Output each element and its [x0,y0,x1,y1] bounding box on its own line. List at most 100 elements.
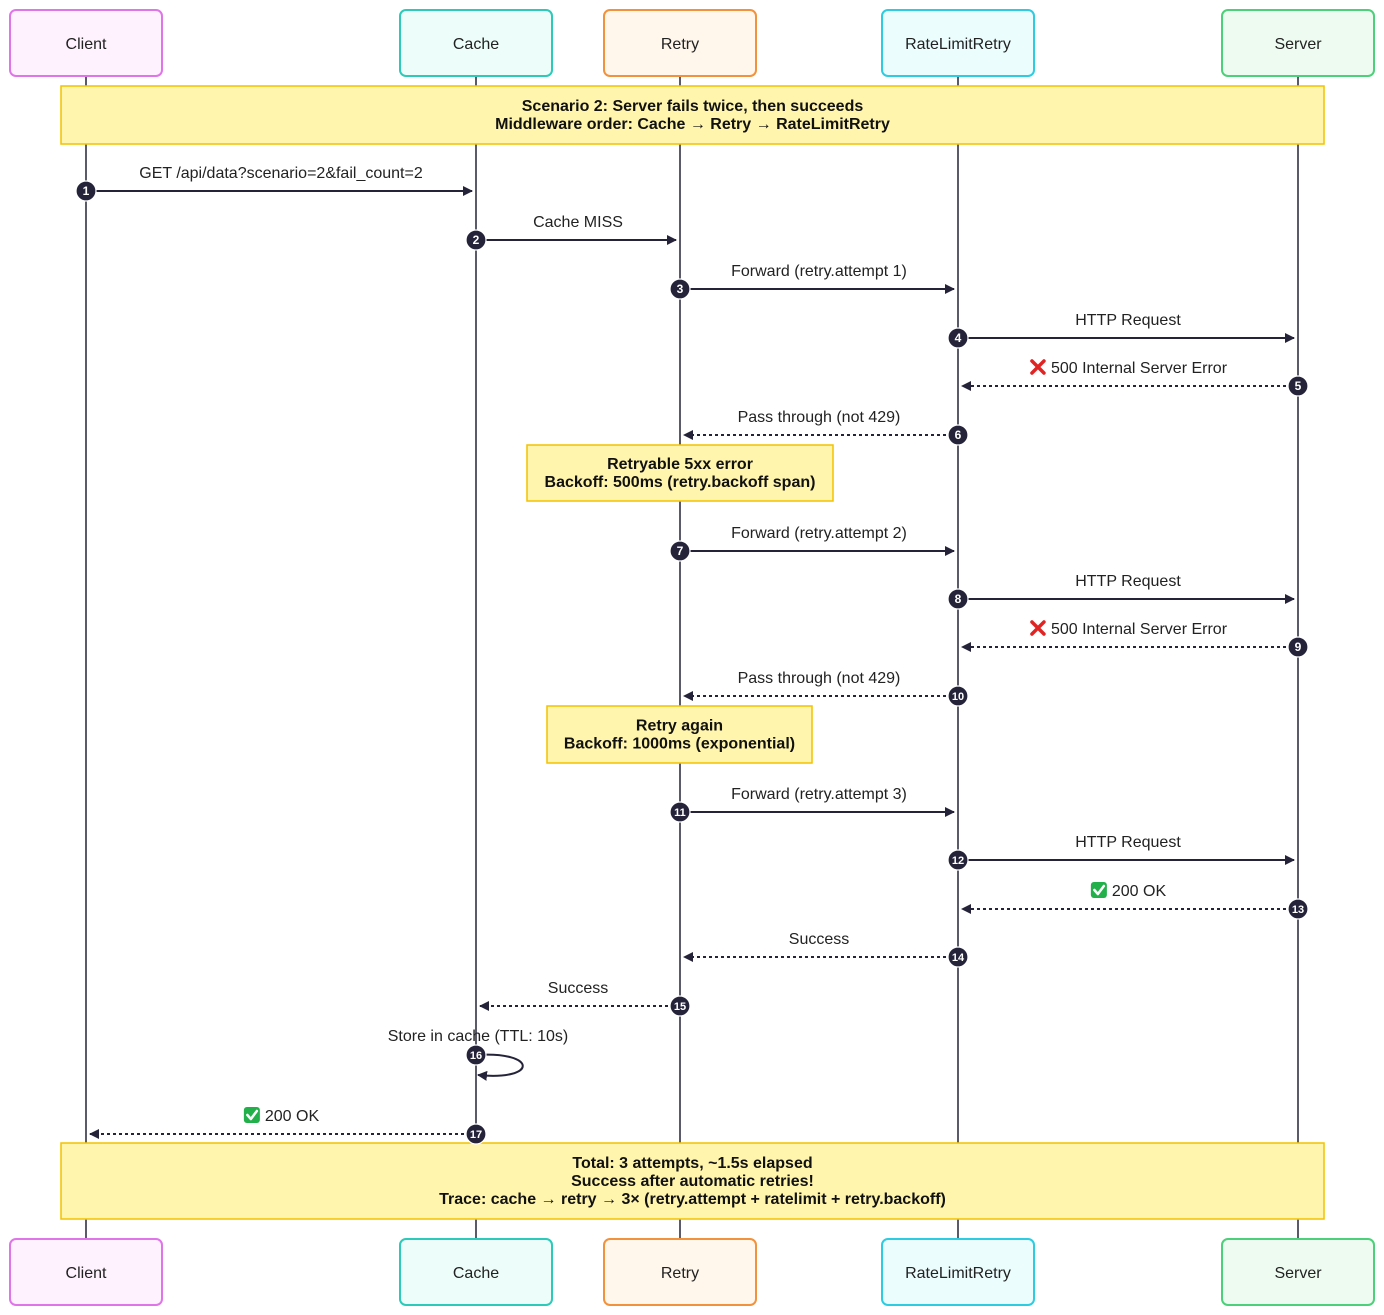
message-17: 200 OK 17 [89,1107,487,1145]
message-label: 500 Internal Server Error [1051,360,1228,377]
message-2: Cache MISS 2 [465,214,677,251]
note-line: Middleware order: Cache → Retry → RateLi… [495,116,890,133]
sequence-number: 17 [470,1129,482,1141]
note-box [60,85,1325,145]
note-line: Backoff: 1000ms (exponential) [564,736,795,753]
sequence-number: 5 [1295,379,1302,393]
participant-cache-bottom: Cache [399,1238,553,1306]
message-3: Forward (retry.attempt 1) 3 [669,263,955,300]
check-mark-icon [243,1107,260,1123]
message-9: 500 Internal Server Error 9 [961,620,1309,658]
sequence-number: 9 [1295,640,1302,654]
participant-box [881,1238,1035,1306]
sequence-number-badge: 6 [947,424,969,446]
sequence-number: 7 [677,544,684,558]
note-line: Retryable 5xx error [607,456,753,473]
sequence-number-badge: 7 [669,540,691,562]
message-7: Forward (retry.attempt 2) 7 [669,525,955,562]
participant-label: RateLimitRetry [905,36,1011,53]
sequence-number-badge: 1 [75,180,97,202]
message-label: Success [548,980,608,997]
message-label-group: Forward (retry.attempt 2) [731,525,907,542]
sequence-number-badge: 4 [947,327,969,349]
message-5: 500 Internal Server Error 5 [961,359,1309,397]
message-label-group: 500 Internal Server Error [1030,620,1228,638]
message-label: Forward (retry.attempt 2) [731,525,907,542]
message-label-group: 200 OK [243,1107,319,1125]
participant-label: Server [1274,36,1322,53]
message-15: Success 15 [479,980,691,1017]
cross-mark-icon [1030,620,1046,636]
participant-cache-top: Cache [399,9,553,77]
sequence-number: 2 [473,233,480,247]
message-4: HTTP Request 4 [947,312,1295,349]
note-line: Total: 3 attempts, ~1.5s elapsed [572,1155,812,1172]
participant-client-bottom: Client [9,1238,163,1306]
note-total: Total: 3 attempts, ~1.5s elapsedSuccess … [60,1142,1325,1220]
sequence-number-badge: 3 [669,278,691,300]
sequence-number: 8 [955,592,962,606]
participant-retry-bottom: Retry [603,1238,757,1306]
participant-ratelimitretry-bottom: RateLimitRetry [881,1238,1035,1306]
message-label-group: Forward (retry.attempt 3) [731,786,907,803]
note-line: Trace: cache → retry → 3× (retry.attempt… [439,1191,946,1208]
participant-label: Server [1274,1265,1322,1282]
message-label: Success [789,931,849,948]
participant-box [603,1238,757,1306]
note-line: Scenario 2: Server fails twice, then suc… [522,98,864,115]
message-label: HTTP Request [1075,573,1181,590]
message-label-group: Pass through (not 429) [738,409,901,426]
message-16: Store in cache (TTL: 10s) 16 [388,1028,569,1081]
participant-label: RateLimitRetry [905,1265,1011,1282]
participant-server-top: Server [1221,9,1375,77]
message-1: GET /api/data?scenario=2&fail_count=2 1 [75,165,473,202]
message-label-group: Pass through (not 429) [738,670,901,687]
message-label: 500 Internal Server Error [1051,621,1228,638]
message-label: HTTP Request [1075,312,1181,329]
participant-label: Client [66,36,107,53]
sequence-number: 11 [674,807,686,819]
participant-box [399,9,553,77]
sequence-number: 16 [470,1050,482,1062]
sequence-number: 15 [674,1001,686,1013]
message-label-group: 200 OK [1090,882,1167,900]
message-11: Forward (retry.attempt 3) 11 [669,786,955,823]
message-label: 200 OK [1112,883,1167,900]
participant-label: Retry [661,36,699,53]
message-label-group: HTTP Request [1075,834,1181,851]
participant-box [399,1238,553,1306]
participant-client-top: Client [9,9,163,77]
note-box [546,705,813,764]
sequence-number: 13 [1292,904,1304,916]
message-label-group: GET /api/data?scenario=2&fail_count=2 [139,165,423,182]
participant-label: Cache [453,36,499,53]
cross-mark-icon [1030,359,1046,375]
sequence-number-badge: 8 [947,588,969,610]
participant-box [603,9,757,77]
message-label: Cache MISS [533,214,623,231]
sequence-number-badge: 16 [465,1044,487,1066]
message-8: HTTP Request 8 [947,573,1295,610]
message-label: Store in cache (TTL: 10s) [388,1028,569,1045]
participant-ratelimitretry-top: RateLimitRetry [881,9,1035,77]
message-label: GET /api/data?scenario=2&fail_count=2 [139,165,423,182]
participant-label: Cache [453,1265,499,1282]
sequence-number: 1 [83,184,90,198]
participant-label: Retry [661,1265,699,1282]
sequence-number: 4 [955,331,962,345]
sequence-number-badge: 9 [1287,636,1309,658]
participant-box [9,1238,163,1306]
message-label-group: Forward (retry.attempt 1) [731,263,907,280]
sequence-number: 6 [955,428,962,442]
message-label-group: Success [789,931,849,948]
participant-server-bottom: Server [1221,1238,1375,1306]
message-13: 200 OK 13 [961,882,1309,920]
message-label: HTTP Request [1075,834,1181,851]
sequence-number-badge: 13 [1287,898,1309,920]
note-box [526,444,834,502]
sequence-number: 3 [677,282,684,296]
